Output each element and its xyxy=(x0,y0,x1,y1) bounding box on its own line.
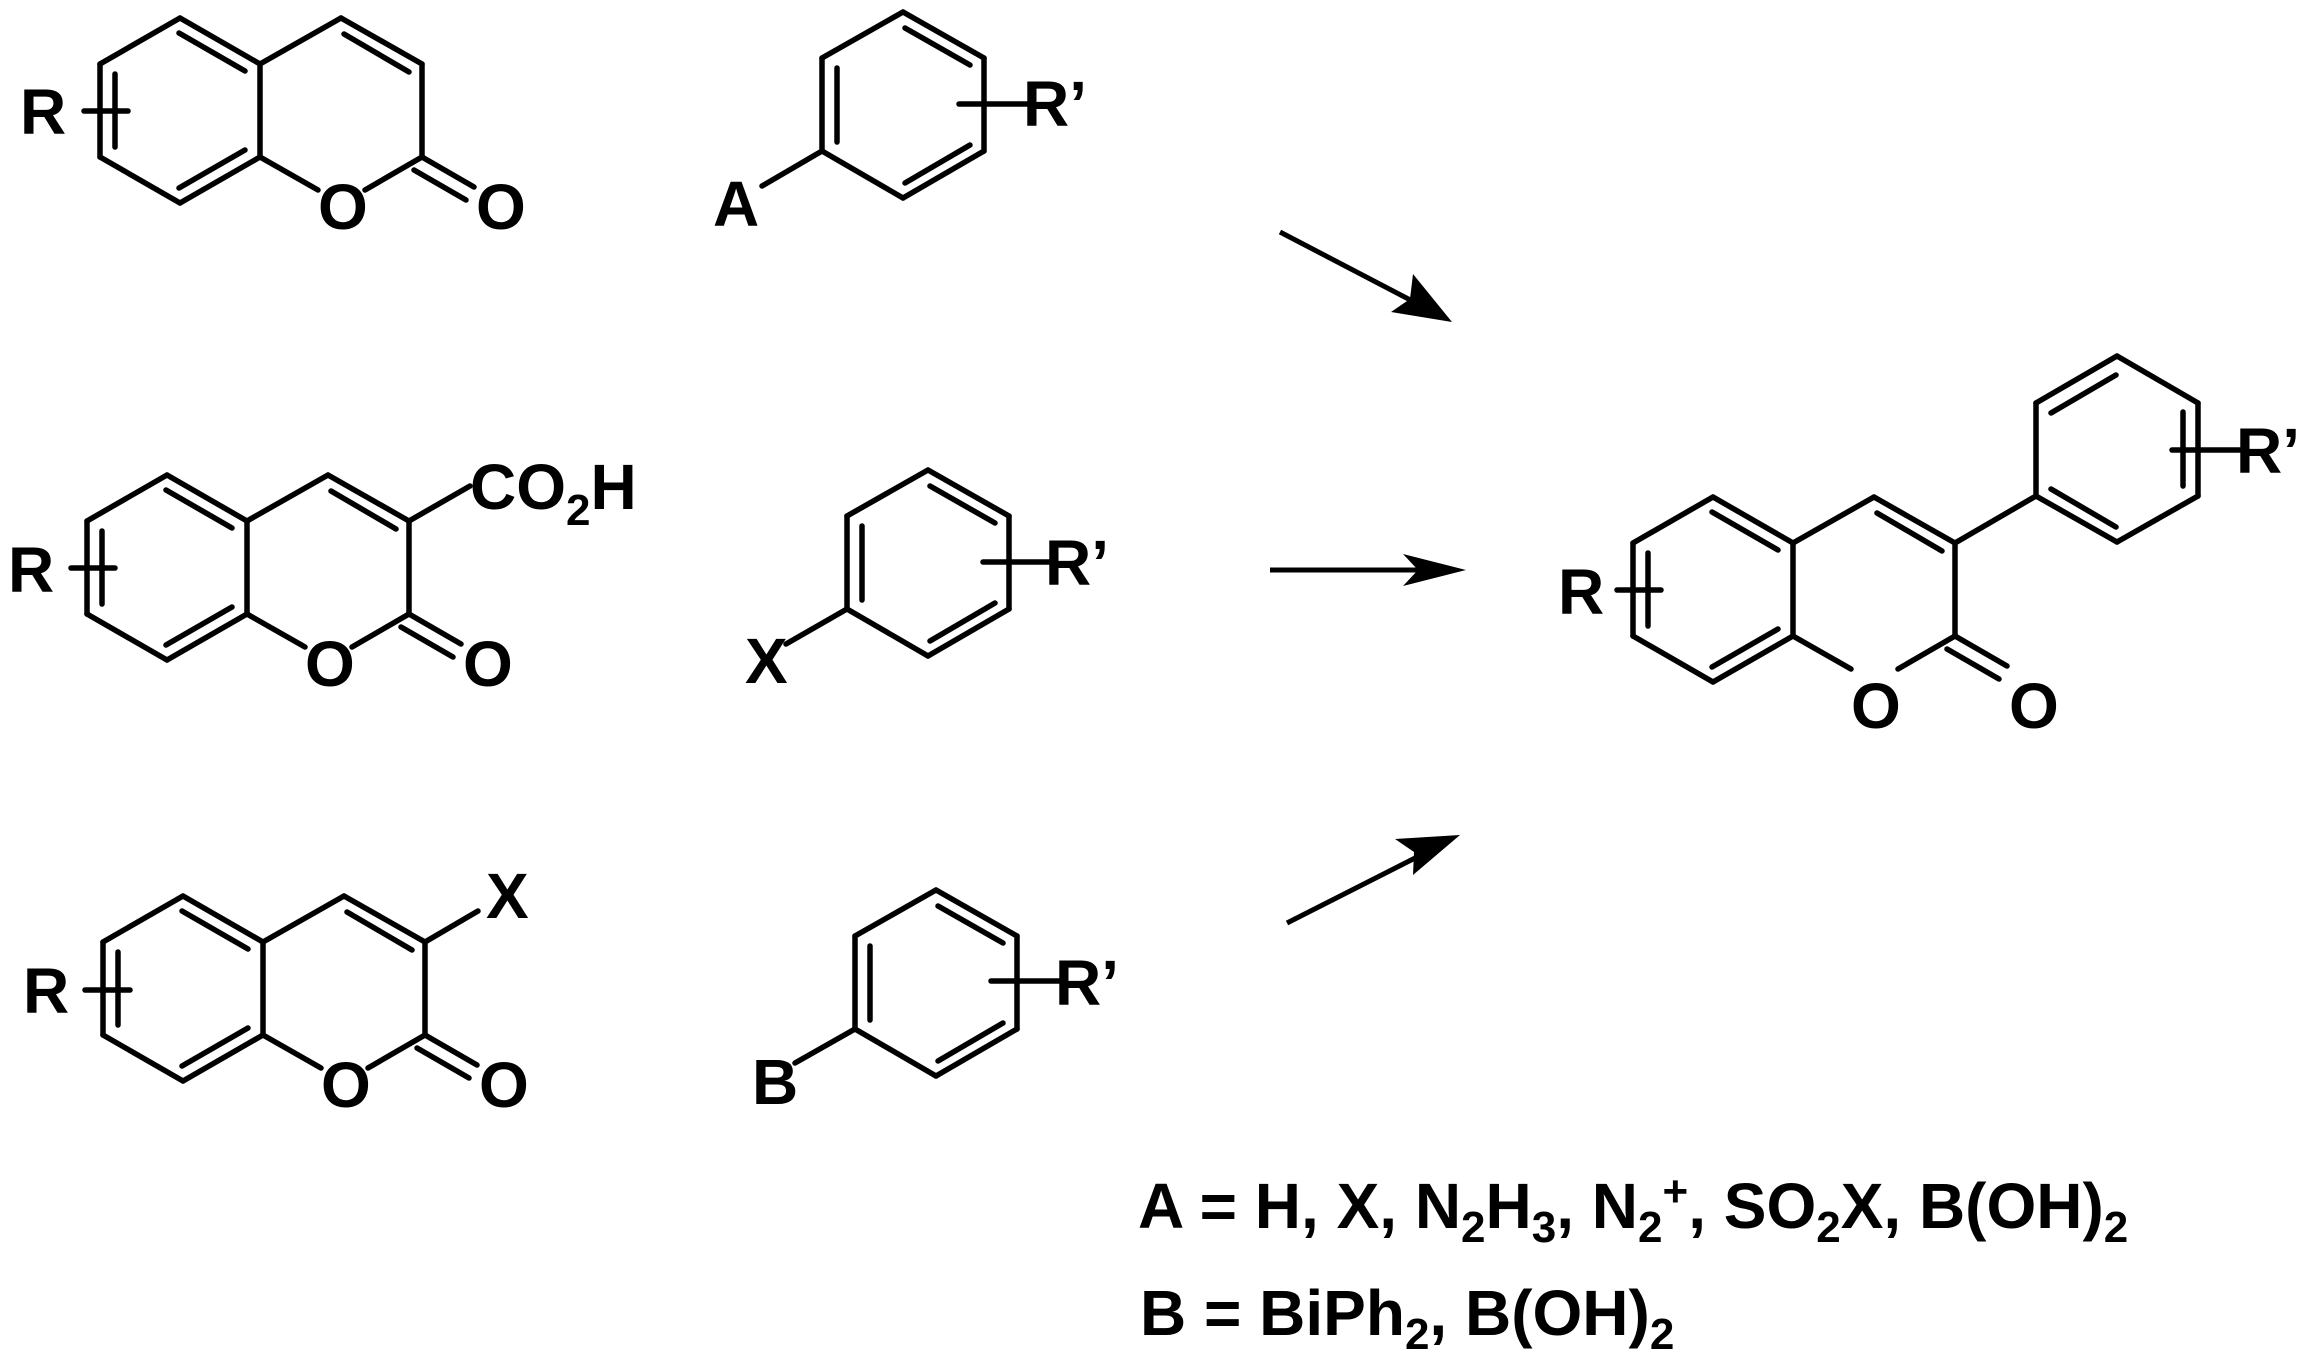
halogen-x-label: X xyxy=(486,860,529,932)
arene-2: R’ X xyxy=(745,467,1109,697)
coumarin-1: R O O xyxy=(20,15,526,243)
arene-3-bonds xyxy=(792,887,1064,1079)
r-label: R xyxy=(8,534,54,606)
r-prime-label: R’ xyxy=(1055,947,1119,1019)
definition-a: A = H, X, N2H3, N2+, SO2X, B(OH)2 xyxy=(1138,1167,2128,1252)
coumarin-1-bonds xyxy=(81,15,477,206)
arrow-up-right xyxy=(1285,835,1460,926)
definition-b: B = BiPh2, B(OH)2 xyxy=(1140,1277,1674,1359)
arene-3: R’ B xyxy=(752,887,1119,1118)
r-label: R xyxy=(1558,556,1604,628)
arene-1: R’ A xyxy=(713,9,1087,240)
group-a-label: A xyxy=(713,168,759,240)
coumarin-3: R O O X xyxy=(23,860,529,1121)
r-label: R xyxy=(23,955,69,1027)
product-bonds xyxy=(1614,353,2243,685)
coumarin-3-bonds xyxy=(82,893,481,1084)
carbonyl-oxygen-label: O xyxy=(476,171,526,243)
ring-oxygen-label: O xyxy=(305,628,355,700)
ring-oxygen-label: O xyxy=(318,171,368,243)
coumarin-2: R O O CO2H xyxy=(8,451,637,700)
group-b-label: B xyxy=(752,1046,798,1118)
group-x-label: X xyxy=(745,625,788,697)
r-prime-label: R’ xyxy=(1023,68,1087,140)
ring-oxygen-label: O xyxy=(1851,670,1901,742)
r-label: R xyxy=(20,76,66,148)
ring-oxygen-label: O xyxy=(321,1049,371,1121)
carboxylic-acid-label: CO2H xyxy=(470,451,637,535)
arene-1-bonds xyxy=(759,9,1033,201)
r-prime-label: R’ xyxy=(1045,527,1109,599)
arene-2-bonds xyxy=(783,467,1055,659)
carbonyl-oxygen-label: O xyxy=(479,1049,529,1121)
product: R R’ O O xyxy=(1558,353,2300,742)
carbonyl-oxygen-label: O xyxy=(463,628,513,700)
arrow-right xyxy=(1270,554,1466,586)
carbonyl-oxygen-label: O xyxy=(2009,670,2059,742)
arrow-down-right xyxy=(1278,229,1452,322)
coumarin-2-bonds xyxy=(68,472,473,663)
r-prime-label: R’ xyxy=(2236,415,2300,487)
